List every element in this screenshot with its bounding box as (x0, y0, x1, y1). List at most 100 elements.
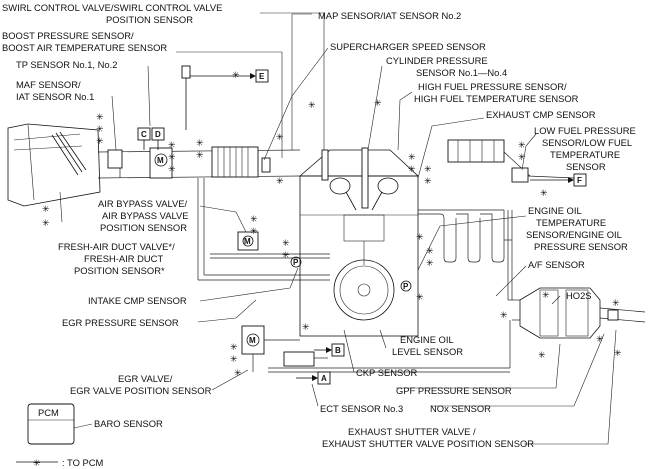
svg-text:P: P (403, 282, 409, 291)
label-egrv: EGR VALVE/ (118, 373, 173, 384)
labels: SWIRL CONTROL VALVE/SWIRL CONTROL VALVE … (2, 2, 636, 449)
label-eol-2: LEVEL SENSOR (392, 346, 463, 357)
label-lfp-2: SENSOR/LOW FUEL (542, 137, 632, 148)
svg-text:✳: ✳ (168, 153, 176, 163)
air-bypass-valve-body: M (237, 231, 259, 251)
low-pressure-fuel (503, 151, 575, 183)
svg-text:✳: ✳ (276, 133, 284, 143)
svg-text:✳: ✳ (250, 227, 258, 237)
supercharger (211, 146, 271, 178)
svg-text:✳: ✳ (424, 165, 432, 175)
label-esv: EXHAUST SHUTTER VALVE / (348, 426, 476, 437)
label-egrv-2: EGR VALVE POSITION SENSOR (70, 385, 212, 396)
svg-text:✳: ✳ (196, 139, 204, 149)
svg-text:P: P (293, 258, 299, 267)
high-pressure-pump (447, 139, 505, 163)
svg-text:✳: ✳ (538, 351, 546, 361)
svg-text:✳: ✳ (308, 101, 316, 111)
label-sc-speed: SUPERCHARGER SPEED SENSOR (330, 41, 486, 52)
exhaust-manifold (418, 209, 513, 300)
svg-text:✳: ✳ (540, 189, 548, 199)
label-swirl: SWIRL CONTROL VALVE/SWIRL CONTROL VALVE (2, 2, 222, 13)
injector-rail (321, 147, 369, 209)
svg-text:✳: ✳ (302, 323, 310, 333)
svg-text:D: D (155, 130, 161, 139)
svg-text:✳: ✳ (282, 239, 290, 249)
svg-text:A: A (321, 374, 327, 383)
svg-text:✳: ✳ (168, 141, 176, 151)
bypass-piping (197, 178, 330, 281)
label-tp: TP SENSOR No.1, No.2 (16, 59, 117, 70)
catalytic-converter (508, 287, 646, 339)
label-esv-2: EXHAUST SHUTTER VALVE POSITION SENSOR (322, 438, 534, 449)
svg-text:✳: ✳ (426, 247, 434, 257)
label-cyl: CYLINDER PRESSURE (386, 55, 488, 66)
svg-text:✳: ✳ (96, 113, 104, 123)
maf-sensor-body (107, 149, 123, 169)
label-af: A/F SENSOR (528, 259, 585, 270)
label-map: MAP SENSOR/IAT SENSOR No.2 (318, 10, 461, 21)
svg-text:✳: ✳ (416, 233, 424, 243)
pressure-sensors: P P (290, 256, 412, 292)
svg-text:✳: ✳ (276, 177, 284, 187)
label-swirl-2: POSITION SENSOR (106, 14, 193, 25)
label-maf-2: IAT SENSOR No.1 (16, 91, 94, 102)
baro-label: BARO SENSOR (94, 418, 163, 429)
connector-b: B (314, 343, 345, 357)
label-eol: ENGINE OIL (400, 334, 454, 345)
pcm-box: PCM BARO SENSOR (27, 403, 163, 445)
svg-text:C: C (141, 130, 147, 139)
pcm-label: PCM (38, 407, 59, 418)
label-lfp-4: SENSOR (566, 161, 606, 172)
label-abv-2: AIR BYPASS VALVE (102, 210, 189, 221)
svg-text:✳: ✳ (230, 355, 238, 365)
svg-text:✳: ✳ (518, 141, 526, 151)
label-hfp-2: HIGH FUEL TEMPERATURE SENSOR (414, 93, 579, 104)
label-eot-2: TEMPERATURE (536, 217, 606, 228)
label-abv: AIR BYPASS VALVE/ (98, 198, 187, 209)
label-lfp: LOW FUEL PRESSURE (534, 125, 636, 136)
svg-text:M: M (157, 156, 164, 165)
label-eot-3: SENSOR/ENGINE OIL (526, 229, 622, 240)
pcm-wire-markers: ✳ ✳ ✳ ✳ ✳ ✳ ✳ ✳ ✳ ✳ ✳ ✳ ✳ ✳ ✳ ✳ ✳ ✳ ✳ ✳ … (42, 71, 622, 379)
svg-text:✳: ✳ (33, 459, 41, 469)
svg-text:M: M (244, 237, 251, 246)
label-eot: ENGINE OIL (528, 205, 582, 216)
label-excmp: EXHAUST CMP SENSOR (486, 109, 596, 120)
svg-text:✳: ✳ (426, 259, 434, 269)
svg-text:✳: ✳ (234, 369, 242, 379)
label-cyl-2: SENSOR No.1—No.4 (416, 67, 507, 78)
connector-f: F (530, 173, 587, 187)
svg-text:✳: ✳ (42, 205, 50, 215)
label-boost-2: BOOST AIR TEMPERATURE SENSOR (2, 42, 167, 53)
connector-c: C (137, 127, 151, 150)
svg-text:✳: ✳ (168, 165, 176, 175)
label-fad: FRESH-AIR DUCT VALVE*/ (58, 241, 175, 252)
svg-text:✳: ✳ (42, 219, 50, 229)
svg-text:✳: ✳ (196, 151, 204, 161)
legend-label: : TO PCM (62, 457, 104, 468)
svg-text:✳: ✳ (374, 99, 382, 109)
label-maf: MAF SENSOR/ (16, 79, 81, 90)
svg-text:✳: ✳ (614, 349, 622, 359)
svg-text:F: F (577, 176, 582, 185)
label-ect: ECT SENSOR No.3 (320, 403, 403, 414)
label-hfp: HIGH FUEL PRESSURE SENSOR/ (418, 81, 567, 92)
svg-text:✳: ✳ (96, 125, 104, 135)
egr-cooler (268, 320, 511, 373)
svg-text:✳: ✳ (230, 343, 238, 353)
svg-text:✳: ✳ (408, 153, 416, 163)
leader-lines (59, 12, 617, 445)
air-cleaner (7, 123, 101, 207)
label-egrp: EGR PRESSURE SENSOR (62, 317, 179, 328)
svg-text:✳: ✳ (282, 251, 290, 261)
svg-text:✳: ✳ (232, 71, 240, 81)
svg-text:✳: ✳ (596, 335, 604, 345)
egr-valve-body: M (241, 325, 300, 372)
svg-text:✳: ✳ (500, 311, 508, 321)
svg-text:✳: ✳ (416, 293, 424, 303)
svg-text:✳: ✳ (424, 177, 432, 187)
svg-text:✳: ✳ (542, 291, 550, 301)
svg-text:✳: ✳ (612, 299, 620, 309)
